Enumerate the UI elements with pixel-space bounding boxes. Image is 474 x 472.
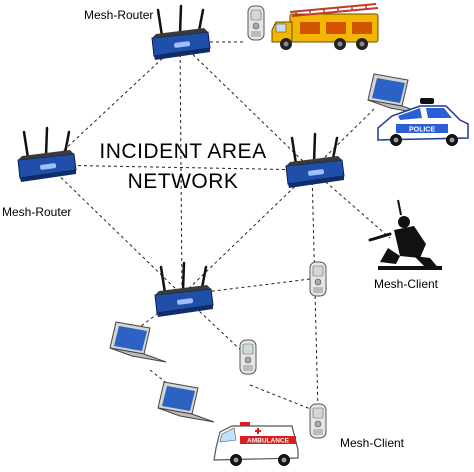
mobile-phone-icon xyxy=(247,5,265,41)
soldier-icon xyxy=(368,199,442,270)
mobile-phone-icon xyxy=(309,261,327,297)
network-links xyxy=(47,41,391,413)
mesh-router-right xyxy=(284,132,346,190)
mobile-phone-icon xyxy=(239,339,257,375)
laptop-icon xyxy=(109,321,167,363)
label-mesh-client-bottom: Mesh-Client xyxy=(340,436,405,450)
label-mesh-client-soldier: Mesh-Client xyxy=(374,277,439,291)
fire-truck-icon xyxy=(271,3,379,50)
mesh-router-left xyxy=(16,126,78,184)
diagram-title-line1: INCIDENT AREA xyxy=(99,140,266,163)
ambulance-icon: AMBULANCE xyxy=(213,422,299,466)
diagram-title-line2: NETWORK xyxy=(128,170,239,193)
mesh-router-top xyxy=(150,4,212,62)
mesh-router-bottom xyxy=(153,261,215,319)
label-mesh-router-top: Mesh-Router xyxy=(84,8,153,22)
label-mesh-router-left: Mesh-Router xyxy=(2,205,71,219)
laptop-icon xyxy=(157,381,215,423)
police-badge-text: POLICE xyxy=(409,127,435,134)
ambulance-badge-text: AMBULANCE xyxy=(247,438,290,445)
mobile-phone-icon xyxy=(309,403,327,439)
police-car-icon: POLICE xyxy=(377,98,469,146)
